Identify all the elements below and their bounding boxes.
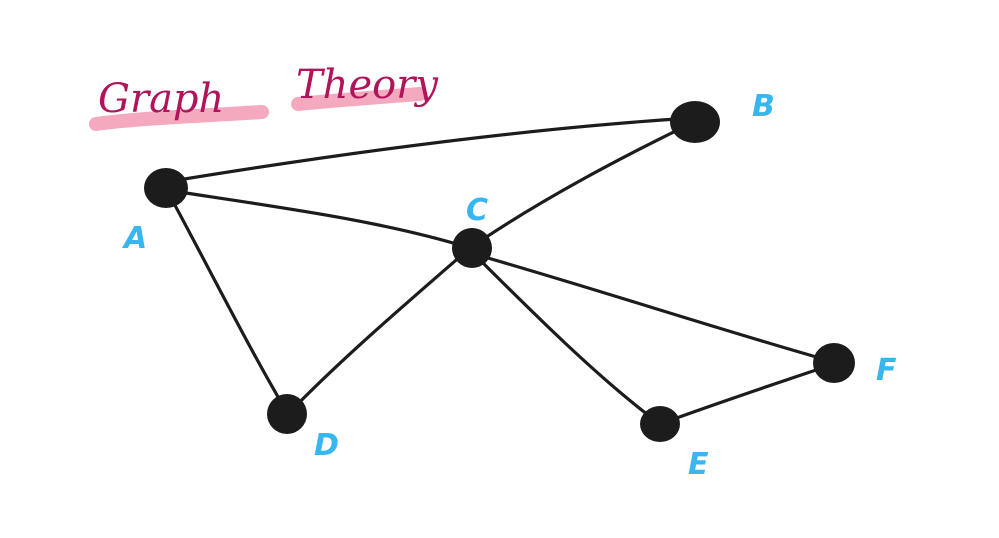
node-d <box>267 394 307 434</box>
title-highlight-theory <box>291 87 427 111</box>
edge-c-b <box>468 120 696 250</box>
node-label-b: B <box>752 89 775 124</box>
node-b <box>670 101 720 143</box>
node-label-c: C <box>466 193 488 228</box>
title-word-graph: Graph <box>98 76 224 122</box>
node-label-d: D <box>314 428 339 463</box>
edge-a-c <box>164 188 472 250</box>
title-highlights <box>89 87 427 131</box>
node-labels: A B C D E F <box>122 89 897 482</box>
edge-c-f <box>472 252 836 364</box>
node-a <box>144 168 188 208</box>
node-e <box>640 406 680 442</box>
edge-c-d <box>288 246 472 414</box>
edge-e-f <box>658 362 836 426</box>
edges <box>164 116 836 426</box>
edge-a-d <box>168 194 290 416</box>
title-word-theory: Theory <box>296 62 439 108</box>
edge-a-b <box>164 116 694 184</box>
node-f <box>813 343 855 383</box>
nodes <box>144 101 855 442</box>
node-label-e: E <box>688 447 709 482</box>
node-c <box>452 228 492 268</box>
edge-c-e <box>470 250 662 426</box>
node-label-a: A <box>122 221 147 256</box>
node-label-f: F <box>876 353 897 388</box>
title-highlight-graph <box>89 105 269 131</box>
page-title: Graph Theory <box>98 62 439 122</box>
